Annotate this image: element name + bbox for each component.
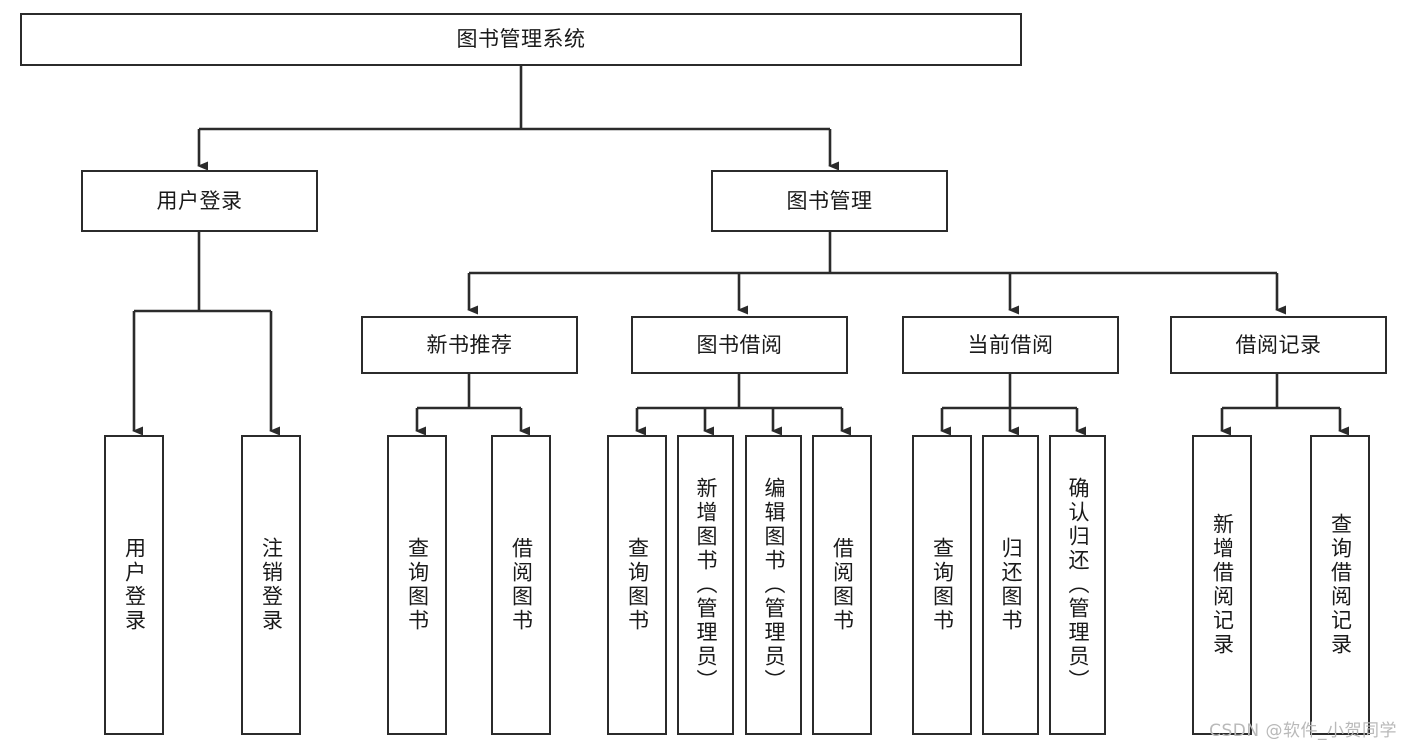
leaf-borrow-book-recommend[interactable]: 借阅图书 [491,435,551,735]
watermark-text: CSDN @软件_小贺同学 [1209,721,1397,741]
leaf-query-book-borrow[interactable]: 查询图书 [607,435,667,735]
node-label: 借阅图书 [509,537,534,633]
leaf-edit-book-admin[interactable]: 编辑图书（管理员） [745,435,802,735]
node-label: 编辑图书（管理员） [762,477,786,693]
node-label: 借阅图书 [830,537,855,633]
node-label: 当前借阅 [967,332,1054,357]
node-label: 确认归还（管理员） [1066,477,1090,693]
node-label: 新增借阅记录 [1210,513,1235,657]
node-label: 用户登录 [122,537,147,633]
leaf-user-login[interactable]: 用户登录 [104,435,164,735]
node-label: 用户登录 [156,188,243,213]
leaf-return-book[interactable]: 归还图书 [982,435,1039,735]
node-label: 查询图书 [930,537,955,633]
node-label: 查询图书 [625,537,650,633]
node-label: 注销登录 [259,537,284,633]
node-label: 图书管理系统 [456,27,586,52]
node-label: 查询图书 [405,537,430,633]
node-new-book-recommend[interactable]: 新书推荐 [361,316,578,374]
node-label: 新书推荐 [426,332,513,357]
leaf-query-book-current[interactable]: 查询图书 [912,435,972,735]
node-label: 查询借阅记录 [1328,513,1353,657]
node-label: 借阅记录 [1235,332,1322,357]
leaf-add-book-admin[interactable]: 新增图书（管理员） [677,435,734,735]
node-root-book-management-system[interactable]: 图书管理系统 [20,13,1022,66]
leaf-add-borrow-record[interactable]: 新增借阅记录 [1192,435,1252,735]
node-label: 图书管理 [786,188,873,213]
leaf-confirm-return-admin[interactable]: 确认归还（管理员） [1049,435,1106,735]
leaf-logout-login[interactable]: 注销登录 [241,435,301,735]
node-book-borrow[interactable]: 图书借阅 [631,316,848,374]
node-borrow-record[interactable]: 借阅记录 [1170,316,1387,374]
node-label: 归还图书 [999,537,1023,633]
node-label: 新增图书（管理员） [694,477,718,693]
leaf-query-book-recommend[interactable]: 查询图书 [387,435,447,735]
node-label: 图书借阅 [696,332,783,357]
leaf-query-borrow-record[interactable]: 查询借阅记录 [1310,435,1370,735]
leaf-borrow-book-borrow[interactable]: 借阅图书 [812,435,872,735]
node-user-login[interactable]: 用户登录 [81,170,318,232]
node-book-management[interactable]: 图书管理 [711,170,948,232]
node-current-borrow[interactable]: 当前借阅 [902,316,1119,374]
